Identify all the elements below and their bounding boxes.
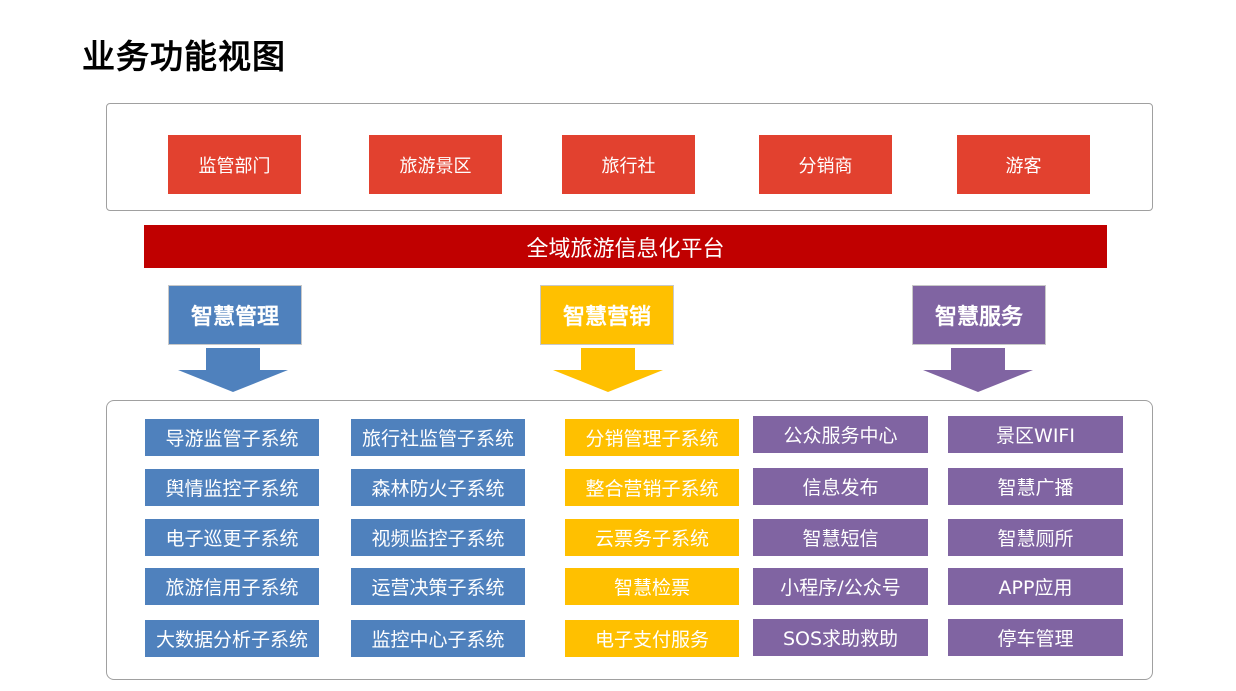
category-smart-marketing: 智慧营销	[540, 285, 674, 345]
system-smart-ticket-check: 智慧检票	[565, 568, 739, 605]
system-agency-supervision: 旅行社监管子系统	[351, 419, 525, 456]
category-smart-management: 智慧管理	[168, 285, 302, 345]
system-app: APP应用	[948, 568, 1123, 605]
system-opinion-monitoring: 舆情监控子系统	[145, 469, 319, 506]
arrow-down-icon	[553, 348, 663, 392]
system-integrated-marketing: 整合营销子系统	[565, 469, 739, 506]
system-tourism-credit: 旅游信用子系统	[145, 568, 319, 605]
system-public-service-center: 公众服务中心	[753, 416, 928, 453]
platform-banner: 全域旅游信息化平台	[144, 225, 1107, 268]
system-mini-program: 小程序/公众号	[753, 568, 928, 605]
stakeholder-regulator: 监管部门	[168, 135, 301, 194]
system-distribution-management: 分销管理子系统	[565, 419, 739, 456]
system-monitoring-center: 监控中心子系统	[351, 620, 525, 657]
stakeholder-distributor: 分销商	[759, 135, 892, 194]
system-smart-broadcast: 智慧广播	[948, 468, 1123, 505]
system-info-release: 信息发布	[753, 468, 928, 505]
system-guide-supervision: 导游监管子系统	[145, 419, 319, 456]
stakeholder-tourist: 游客	[957, 135, 1090, 194]
system-forest-fire: 森林防火子系统	[351, 469, 525, 506]
system-parking-management: 停车管理	[948, 619, 1123, 656]
arrow-down-icon	[178, 348, 288, 392]
category-smart-service: 智慧服务	[912, 285, 1046, 345]
system-smart-toilet: 智慧厕所	[948, 519, 1123, 556]
system-video-monitoring: 视频监控子系统	[351, 519, 525, 556]
arrow-down-icon	[923, 348, 1033, 392]
stakeholder-travel-agency: 旅行社	[562, 135, 695, 194]
system-big-data-analysis: 大数据分析子系统	[145, 620, 319, 657]
system-scenic-wifi: 景区WIFI	[948, 416, 1123, 453]
page-title: 业务功能视图	[82, 37, 286, 76]
system-cloud-ticketing: 云票务子系统	[565, 519, 739, 556]
system-e-payment: 电子支付服务	[565, 620, 739, 657]
stakeholder-scenic-area: 旅游景区	[369, 135, 502, 194]
system-operation-decision: 运营决策子系统	[351, 568, 525, 605]
system-sos-rescue: SOS求助救助	[753, 619, 928, 656]
system-smart-sms: 智慧短信	[753, 519, 928, 556]
system-e-patrol: 电子巡更子系统	[145, 519, 319, 556]
